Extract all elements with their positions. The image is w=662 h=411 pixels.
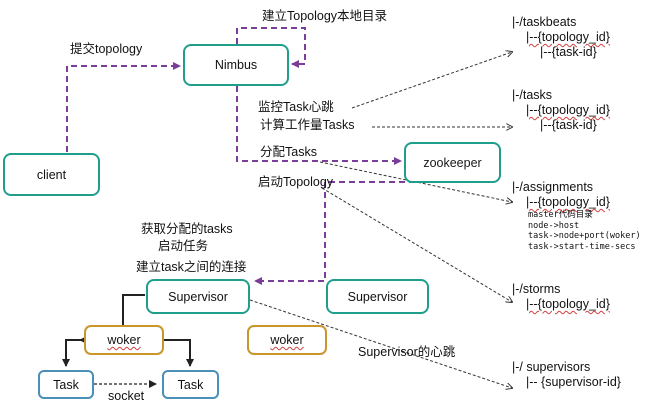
edge-nimbus-self-loop: [236, 27, 306, 68]
zk-assignments-topology: |--{topology_id}: [526, 195, 610, 209]
zk-assignments-detail: task->node+port(woker): [528, 231, 641, 241]
supervisor-node-2: Supervisor: [326, 279, 429, 314]
zk-assignments-group: |-/assignments |--{topology_id} master代码…: [512, 180, 641, 252]
edge-assign-to-assignments: [319, 161, 512, 202]
zk-tasks-task: |--{task-id}: [540, 118, 597, 132]
woker-label-2: woker: [270, 333, 304, 347]
zk-taskbeats-topology: |--{topology_id}: [526, 30, 610, 44]
task-label-2: Task: [177, 377, 204, 392]
zk-taskbeats-root: |-/taskbeats: [512, 15, 577, 29]
edge-zookeeper-to-supervisor: [254, 181, 415, 285]
zk-assignments-detail: node->host: [528, 220, 580, 231]
build-connections-label: 建立task之间的连接: [136, 260, 247, 274]
submit-label: 提交topology: [70, 42, 143, 56]
zk-supervisors-root: |-/ supervisors: [512, 360, 591, 374]
zk-assignments-root: |-/assignments: [512, 180, 594, 194]
nimbus-node: Nimbus: [183, 44, 289, 86]
woker-label-1: woker: [107, 333, 141, 347]
edge-woker-to-task-2: [164, 339, 194, 367]
zk-taskbeats-task: |--{task-id}: [540, 45, 597, 59]
woker-node-2: woker: [247, 325, 327, 355]
client-label: client: [36, 167, 67, 182]
woker-node-1: woker: [84, 325, 164, 355]
socket-label: socket: [108, 389, 145, 403]
supervisor-label-1: Supervisor: [168, 289, 228, 304]
zk-supervisors-id: |-- {supervisor-id}: [526, 375, 621, 389]
edge-client-to-nimbus: [66, 62, 181, 152]
compute-workload-label: 计算工作量Tasks: [260, 118, 355, 132]
assign-tasks-label: 分配Tasks: [260, 145, 317, 159]
edge-woker-to-task-1: [62, 339, 84, 367]
monitor-heartbeat-label: 监控Task心跳: [258, 100, 334, 114]
zk-tasks-root: |-/tasks: [512, 88, 553, 102]
task-node-1: Task: [38, 370, 94, 399]
zk-tasks-topology: |--{topology_id}: [526, 103, 610, 117]
start-topology-label: 启动Topology: [258, 175, 334, 189]
get-tasks-label: 获取分配的tasks: [141, 222, 233, 236]
supervisor-heartbeat-label: Supervisor的心跳: [358, 345, 456, 359]
zk-storms-root: |-/storms: [512, 282, 561, 296]
task-label-1: Task: [53, 377, 79, 392]
edge-nimbus-to-zookeeper: [236, 86, 402, 165]
edge-supervisor-to-supervisors: [249, 299, 512, 388]
supervisor-node-1: Supervisor: [146, 279, 250, 314]
task-node-2: Task: [162, 370, 219, 399]
self-loop-label: 建立Topology本地目录: [262, 9, 388, 23]
zk-assignments-detail: master代码目录: [528, 210, 593, 220]
zk-tasks-group: |-/tasks |--{topology_id} |--{task-id}: [512, 88, 610, 133]
nimbus-label: Nimbus: [214, 58, 258, 72]
supervisor-label-2: Supervisor: [347, 289, 408, 304]
zk-assignments-detail: task->start-time-secs: [528, 241, 636, 252]
edge-start-to-storms: [321, 187, 512, 302]
zookeeper-node: zookeeper: [404, 142, 501, 183]
start-job-label: 启动任务: [158, 239, 209, 253]
zk-storms-topology: |--{topology_id}: [526, 297, 610, 311]
zk-supervisors-group: |-/ supervisors |-- {supervisor-id}: [512, 360, 621, 390]
zookeeper-label: zookeeper: [423, 155, 482, 170]
client-node: client: [3, 153, 100, 196]
edge-selfloop-to-taskbeats: [351, 52, 512, 109]
zk-storms-group: |-/storms |--{topology_id}: [512, 282, 610, 312]
zk-taskbeats-group: |-/taskbeats |--{topology_id} |--{task-i…: [512, 15, 610, 60]
